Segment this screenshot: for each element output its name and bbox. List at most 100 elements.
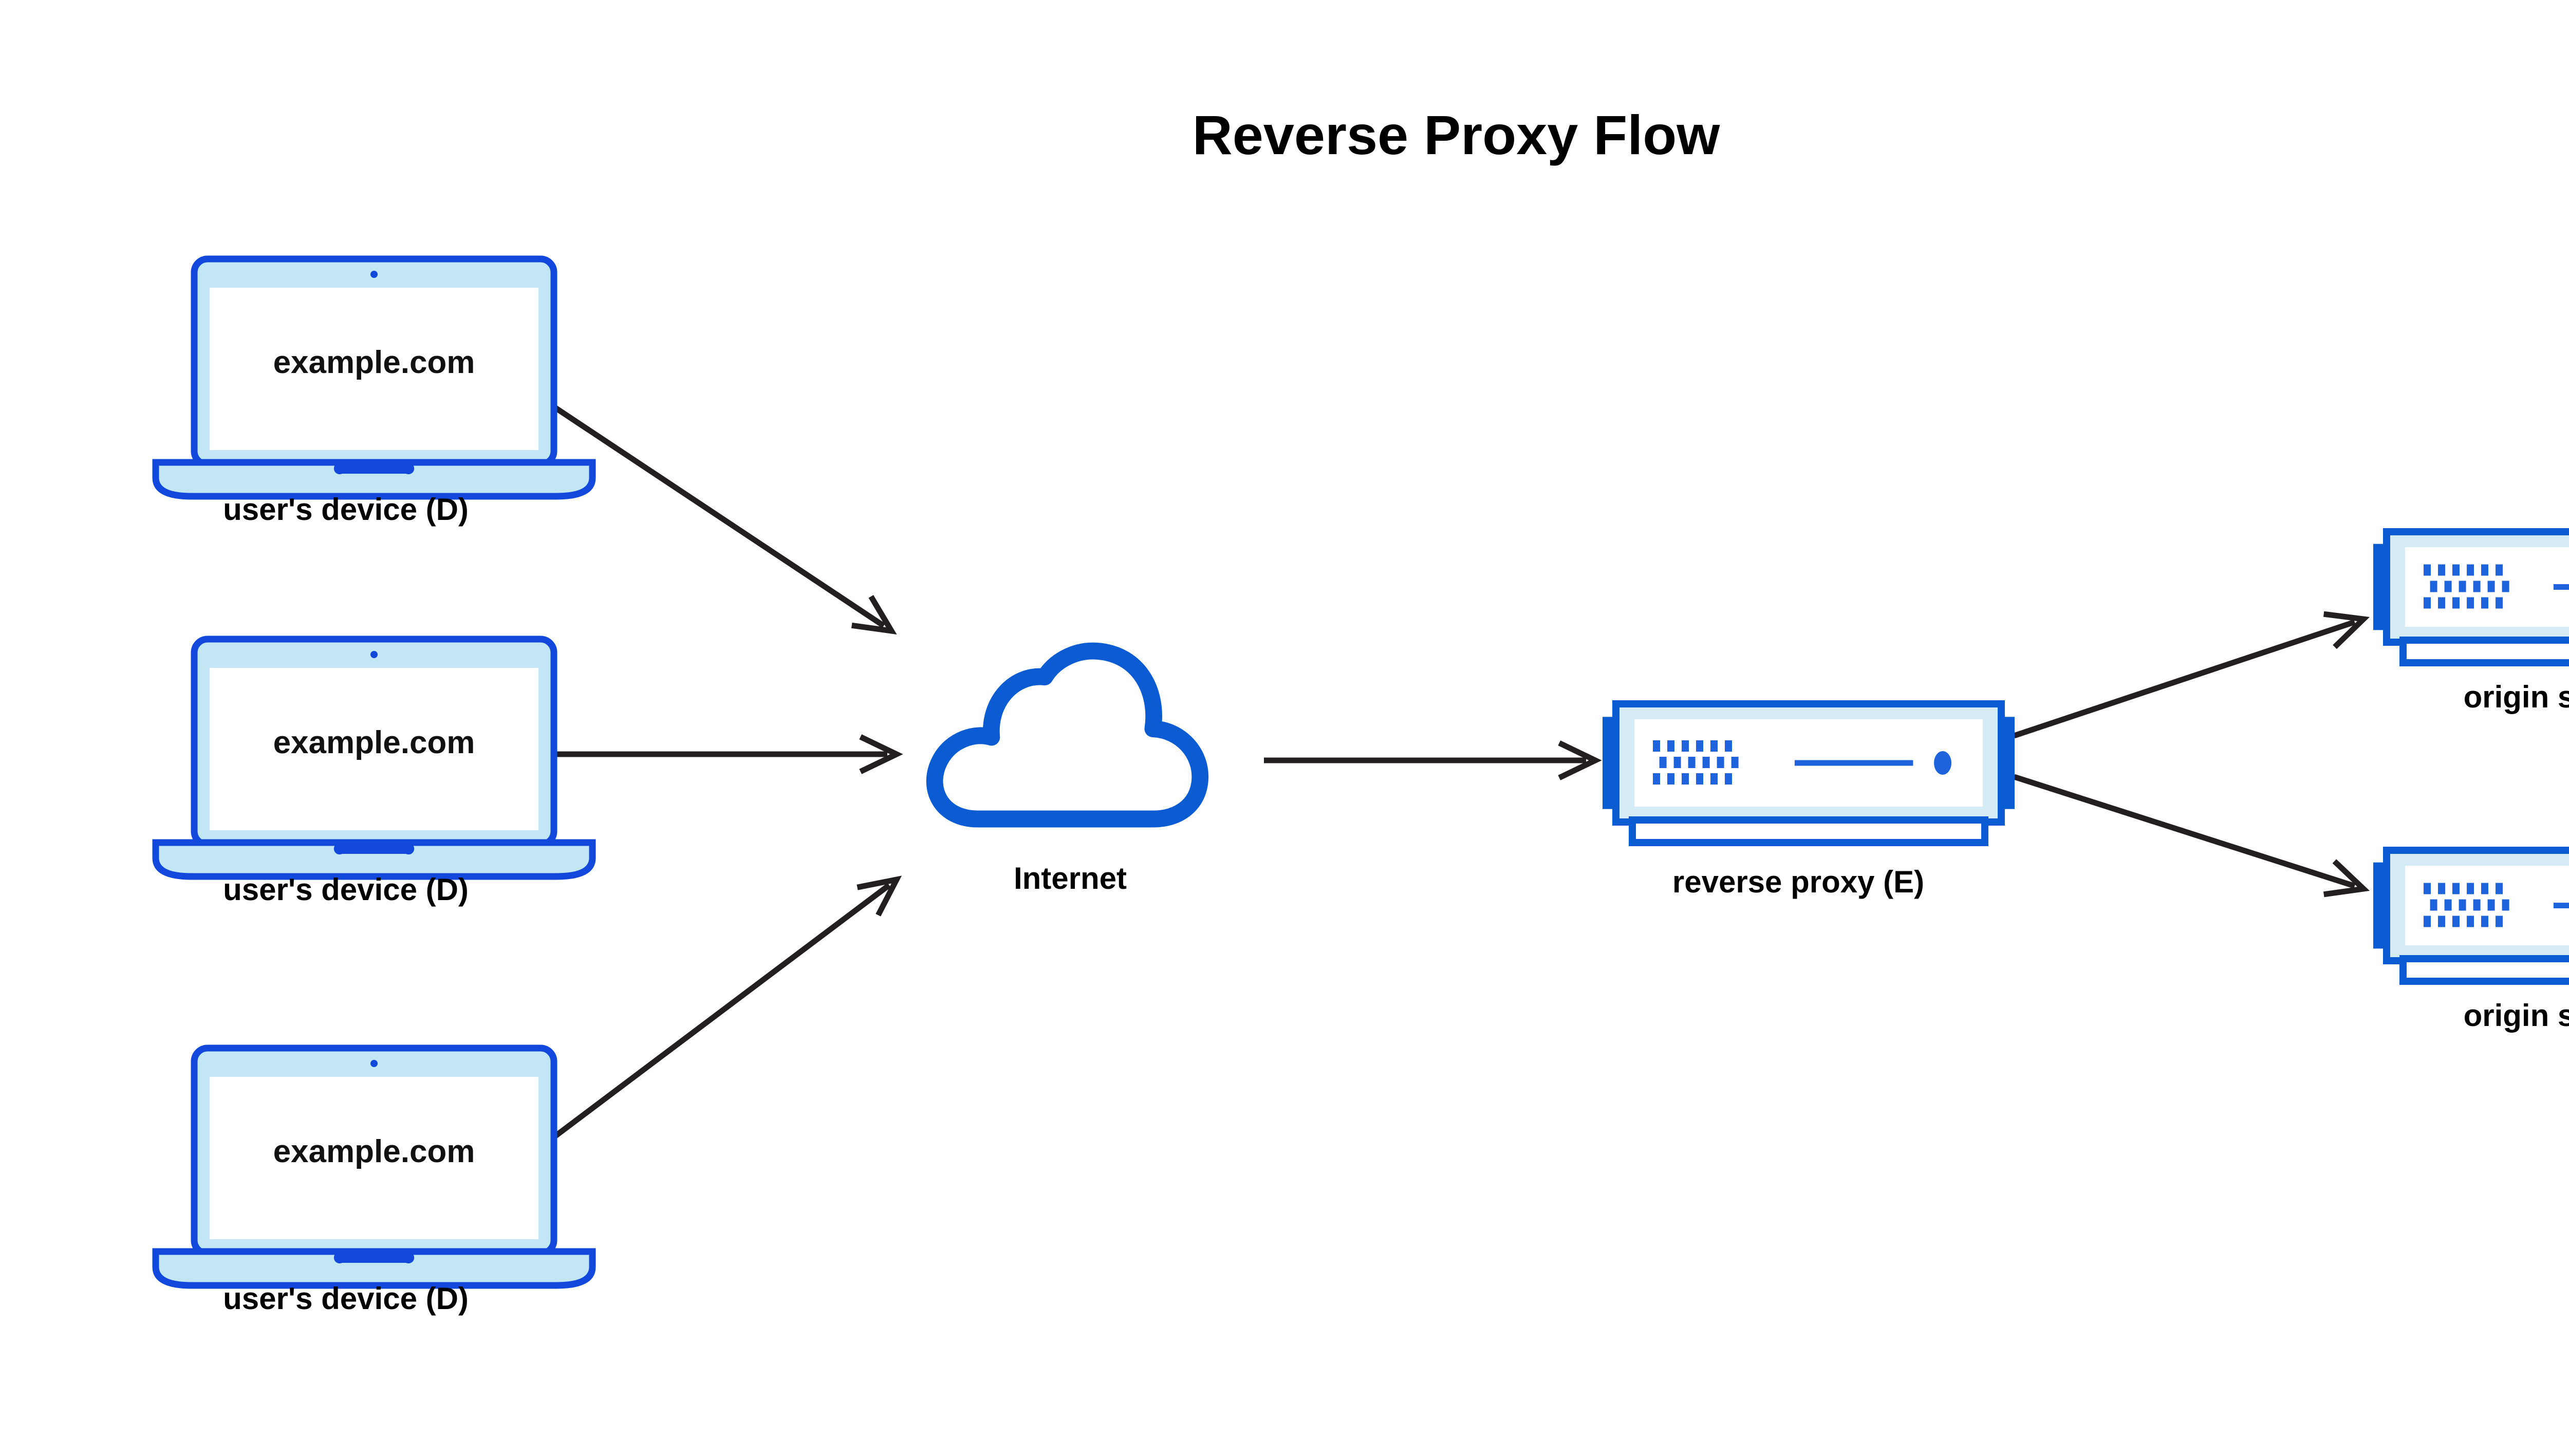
server-face-panel: [2405, 547, 2569, 627]
laptop-base: [152, 459, 596, 500]
server-led: [1696, 773, 1703, 785]
node-reverse-proxy[interactable]: reverse proxy (E): [1603, 700, 2015, 899]
node-device-top[interactable]: example.com user's device (D): [152, 255, 596, 527]
server-led: [2444, 899, 2452, 911]
server-led: [2496, 564, 2503, 576]
server-led: [2424, 564, 2431, 576]
laptop-screen: [210, 668, 538, 830]
server-led: [2452, 564, 2460, 576]
server-base-lip: [2399, 637, 2569, 666]
server-led: [2487, 581, 2495, 592]
arrow-edge-proxy-to-origin-top: [2013, 611, 2370, 739]
server-led: [2424, 597, 2431, 609]
server-led: [1688, 757, 1696, 768]
server-face-panel: [2405, 866, 2569, 945]
camera-dot-icon: [370, 271, 378, 278]
arrow-shaft: [2013, 619, 2356, 739]
laptop-screen-text: example.com: [273, 345, 475, 380]
server-led: [2430, 899, 2437, 911]
node-label: origin server (F): [2464, 998, 2569, 1033]
server-led: [1682, 773, 1689, 785]
camera-dot-icon: [370, 651, 378, 658]
node-label: Internet: [1014, 861, 1127, 895]
arrow-head: [857, 875, 902, 917]
server-led: [2467, 597, 2474, 609]
server-led: [1682, 740, 1689, 752]
server-led: [2438, 883, 2445, 894]
node-label: user's device (D): [223, 492, 469, 527]
server-led: [2502, 581, 2509, 592]
arrow-edge-top-device-to-internet: [512, 378, 897, 635]
server-led: [1710, 773, 1718, 785]
camera-dot-icon: [370, 1060, 378, 1067]
server-led: [2424, 883, 2431, 894]
server-led: [2496, 916, 2503, 927]
arrow-edge-bottom-device-to-internet: [512, 875, 902, 1170]
laptop-screen-text: example.com: [273, 725, 475, 760]
server-led: [2481, 883, 2488, 894]
node-label: user's device (D): [223, 872, 469, 907]
arrow-shaft: [2013, 774, 2356, 889]
node-device-middle[interactable]: example.com user's device (D): [152, 636, 596, 907]
server-led: [2459, 899, 2466, 911]
laptop-base: [152, 839, 596, 880]
server-led: [2430, 581, 2437, 592]
server-led: [2438, 564, 2445, 576]
server-led: [1696, 740, 1703, 752]
server-led: [1673, 757, 1681, 768]
server-led: [1667, 773, 1674, 785]
laptop-screen: [210, 288, 538, 450]
server-base-lip: [1629, 816, 1988, 846]
server-led: [2424, 916, 2431, 927]
laptop-screen: [210, 1077, 538, 1239]
cloud-shape: [926, 642, 1208, 828]
node-internet-cloud[interactable]: Internet: [926, 642, 1208, 895]
node-origin-server-top[interactable]: origin server (F): [2373, 528, 2569, 714]
server-led: [1710, 740, 1718, 752]
arrow-head: [1558, 740, 1602, 780]
node-origin-server-bottom[interactable]: origin server (F): [2373, 847, 2569, 1033]
server-led: [2502, 899, 2509, 911]
server-led: [2481, 916, 2488, 927]
arrow-edge-internet-to-proxy: [1264, 740, 1602, 780]
arrow-edge-proxy-to-origin-bottom: [2013, 774, 2370, 898]
server-led: [2438, 916, 2445, 927]
server-led: [1731, 757, 1739, 768]
server-led: [2467, 883, 2474, 894]
server-led: [2487, 899, 2495, 911]
server-led: [1702, 757, 1710, 768]
node-label: origin server (F): [2464, 680, 2569, 714]
node-label: reverse proxy (E): [1672, 865, 1924, 899]
page-title: Reverse Proxy Flow: [1193, 104, 1720, 166]
server-led: [2459, 581, 2466, 592]
arrow-head: [859, 734, 903, 774]
edges-layer: [512, 378, 2370, 1170]
server-indicator-icon: [1934, 751, 1952, 775]
arrow-head: [2323, 859, 2370, 898]
server-led: [2467, 916, 2474, 927]
server-led: [1717, 757, 1724, 768]
server-led: [2496, 597, 2503, 609]
arrow-shaft: [512, 378, 886, 628]
server-led: [2452, 883, 2460, 894]
nodes-layer: example.com user's device (D) example.com u…: [152, 255, 2569, 1316]
arrow-shaft: [512, 883, 891, 1170]
arrow-edge-middle-device-to-internet: [514, 734, 903, 774]
server-base-lip: [2399, 955, 2569, 985]
server-led: [1653, 740, 1660, 752]
arrow-head: [2323, 611, 2370, 649]
laptop-base: [152, 1248, 596, 1289]
server-led: [2473, 899, 2481, 911]
laptop-notch: [333, 844, 415, 855]
laptop-notch: [333, 463, 415, 475]
server-led: [1667, 740, 1674, 752]
laptop-notch: [333, 1253, 415, 1264]
server-led: [2438, 597, 2445, 609]
server-led: [2481, 564, 2488, 576]
server-led: [2452, 597, 2460, 609]
server-led: [1725, 740, 1732, 752]
arrow-head: [851, 595, 897, 635]
